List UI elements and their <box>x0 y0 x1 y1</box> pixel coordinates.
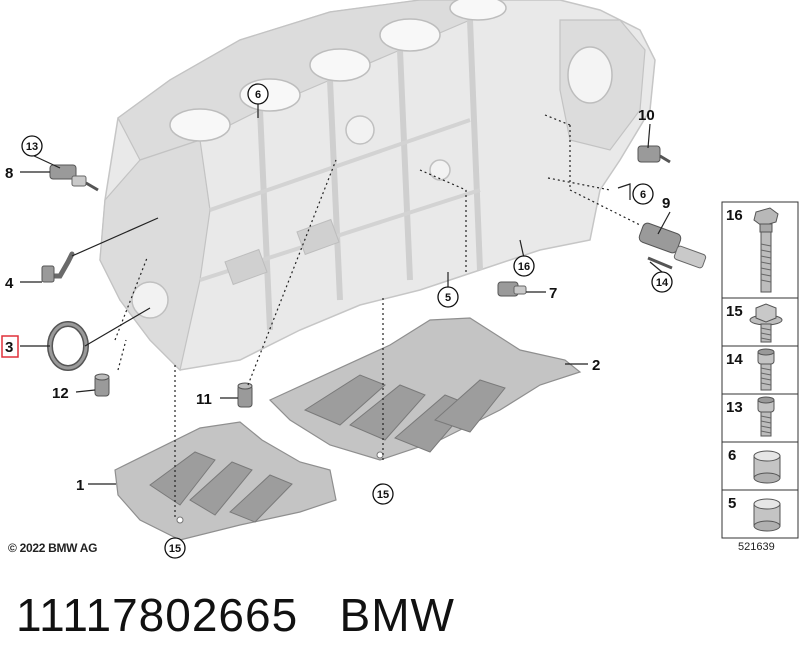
callout-3: 3 <box>5 339 13 356</box>
legend-item-14: 14 <box>726 351 743 368</box>
legend-item-16: 16 <box>726 207 743 224</box>
crankshaft-sensor <box>638 222 707 270</box>
callout-13: 13 <box>26 141 38 153</box>
part-number: 11117802665 <box>16 589 299 641</box>
long-bolt-icon <box>753 207 779 293</box>
copyright-notice: © 2022 BMW AG <box>8 541 98 555</box>
callout-10: 10 <box>638 107 655 124</box>
callout-14-circle <box>651 271 673 293</box>
callout-8: 8 <box>5 165 13 182</box>
callout-5-circle <box>437 286 459 308</box>
leader-lines <box>20 104 671 520</box>
oil-pan-gasket-lower <box>114 421 337 541</box>
legend-item-5: 5 <box>728 495 736 512</box>
callout-15b: 15 <box>169 543 181 555</box>
radial-seal-ring <box>47 321 89 371</box>
dowel-sleeve-icon <box>753 450 781 484</box>
callout-15b-circle <box>164 537 186 559</box>
callout-12: 12 <box>52 385 69 402</box>
socket-screw-icon <box>757 348 775 391</box>
flange-bolt-icon <box>749 303 783 343</box>
callout-2: 2 <box>592 357 600 374</box>
callouts: 1 2 3 4 8 12 11 7 9 10 13 6 6 16 5 14 15… <box>1 83 673 559</box>
callout-1: 1 <box>76 477 84 494</box>
expansion-plug <box>237 382 253 408</box>
legend-item-15: 15 <box>726 303 743 320</box>
callout-6a: 6 <box>255 89 261 101</box>
callout-7: 7 <box>549 285 557 302</box>
engine-block <box>99 0 656 372</box>
highlight-box <box>1 335 19 358</box>
socket-screw-icon <box>757 396 775 437</box>
callout-4: 4 <box>5 275 14 292</box>
camshaft-sensor <box>637 145 671 164</box>
legend-panel: 16 15 14 13 6 5 <box>721 201 799 539</box>
diagram-reference-number: 521639 <box>738 541 775 553</box>
callout-5: 5 <box>445 292 451 304</box>
oil-pan-gasket-upper <box>268 317 582 461</box>
legend-item-13: 13 <box>726 399 743 416</box>
callout-6a-circle <box>247 83 269 105</box>
callout-14: 14 <box>656 277 669 289</box>
oil-pressure-sensor <box>497 281 527 297</box>
callout-9: 9 <box>662 195 670 212</box>
callout-16: 16 <box>518 261 530 273</box>
callout-15a-circle <box>372 483 394 505</box>
parts-diagram: 1 2 3 4 8 12 11 7 9 10 13 6 6 16 5 14 15… <box>1 0 799 559</box>
oil-pipe <box>41 251 75 283</box>
sealing-plug <box>94 373 110 397</box>
legend-item-6: 6 <box>728 447 736 464</box>
callout-16-circle <box>513 255 535 277</box>
callout-6b: 6 <box>640 189 646 201</box>
callout-6b-circle <box>632 183 654 205</box>
knock-sensor-left <box>49 164 99 192</box>
callout-11: 11 <box>196 391 212 408</box>
brand-name: BMW <box>339 589 455 641</box>
callout-13-circle <box>21 135 43 157</box>
callout-15a: 15 <box>377 489 389 501</box>
dowel-sleeve-icon <box>753 498 781 532</box>
part-caption: 11117802665 BMW <box>16 588 455 642</box>
